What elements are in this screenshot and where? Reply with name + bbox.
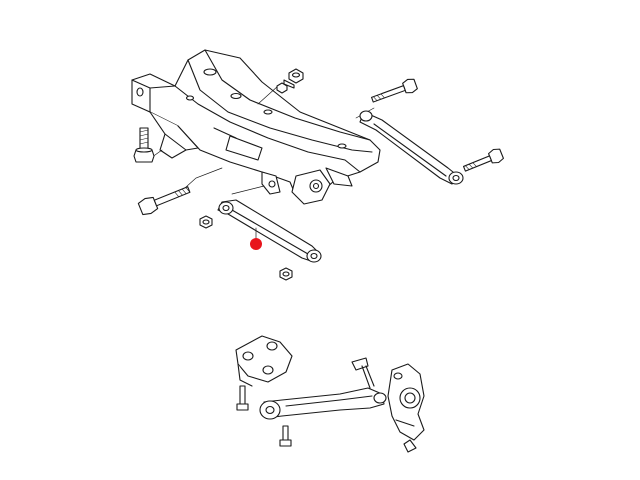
upper-lateral-arm: [359, 110, 464, 185]
nut: [276, 82, 288, 94]
callout-marker: [250, 227, 262, 250]
arm-bolt: [137, 186, 191, 216]
arm-bolt: [279, 425, 292, 447]
nut: [199, 215, 213, 229]
nut: [279, 267, 293, 281]
arm-bolt: [351, 357, 375, 389]
lower-lateral-arm: [259, 387, 387, 420]
arm-bolt: [371, 78, 418, 103]
subframe-bolt: [236, 385, 249, 411]
nut: [283, 68, 304, 89]
knuckle: [387, 363, 425, 453]
rear-subframe: [131, 49, 381, 205]
callout-dot: [250, 238, 262, 250]
subframe-bolt: [133, 127, 155, 163]
lower-lateral-arm: [217, 199, 322, 263]
arm-bolt: [462, 148, 504, 172]
bracket: [235, 335, 293, 387]
